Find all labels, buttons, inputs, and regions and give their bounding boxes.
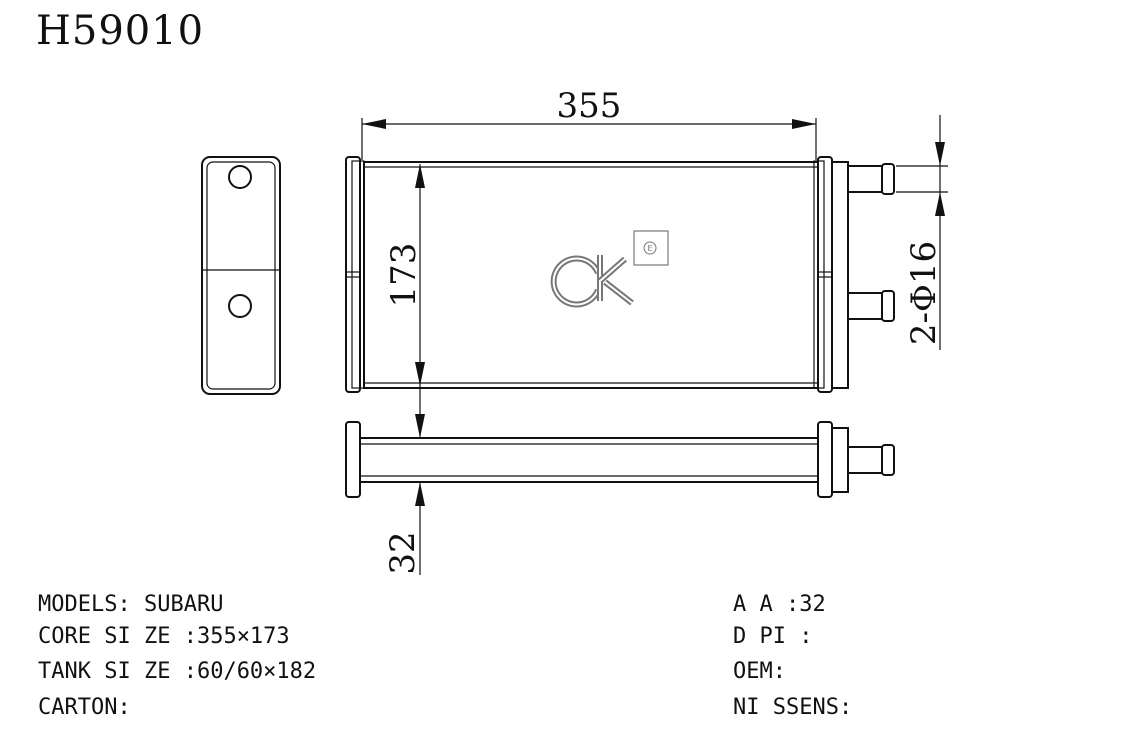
part-number-title: H59010 [36, 8, 205, 54]
spec-tank-size: TANK SI ZE :60/60×182 [38, 659, 317, 684]
height-dimension-label: 173 [384, 243, 424, 308]
depth-dimension: 32 [383, 386, 425, 575]
spec-carton: CARTON: [38, 695, 131, 720]
pipe-dimension: 2-Φ16 [896, 115, 948, 350]
lower-port-circle [228, 294, 252, 318]
spec-oem: OEM: [733, 659, 786, 684]
spec-aa: A A :32 [733, 592, 826, 617]
spec-nissens: NI SSENS: [733, 695, 853, 720]
trademark-mark: E [647, 244, 652, 253]
end-tank-side-view [201, 156, 281, 395]
core-outline [363, 161, 819, 389]
spec-core-size: CORE SI ZE :355×173 [38, 624, 290, 649]
upper-pipe [847, 163, 895, 195]
upper-port-circle [228, 165, 252, 189]
spec-models: MODELS: SUBARU [38, 592, 224, 617]
lower-pipe [847, 290, 895, 322]
pipe-dimension-label: 2-Φ16 [904, 241, 944, 345]
top-view [345, 421, 895, 498]
brand-logo: E [550, 230, 669, 308]
width-dimension: 355 [361, 86, 817, 160]
heater-core-drawing: 355 173 32 2-Φ16 [201, 86, 948, 575]
spec-dpi: D PI : [733, 624, 813, 649]
front-view [345, 156, 895, 393]
width-dimension-label: 355 [557, 86, 622, 126]
depth-dimension-label: 32 [383, 531, 423, 574]
height-dimension: 173 [384, 164, 425, 386]
